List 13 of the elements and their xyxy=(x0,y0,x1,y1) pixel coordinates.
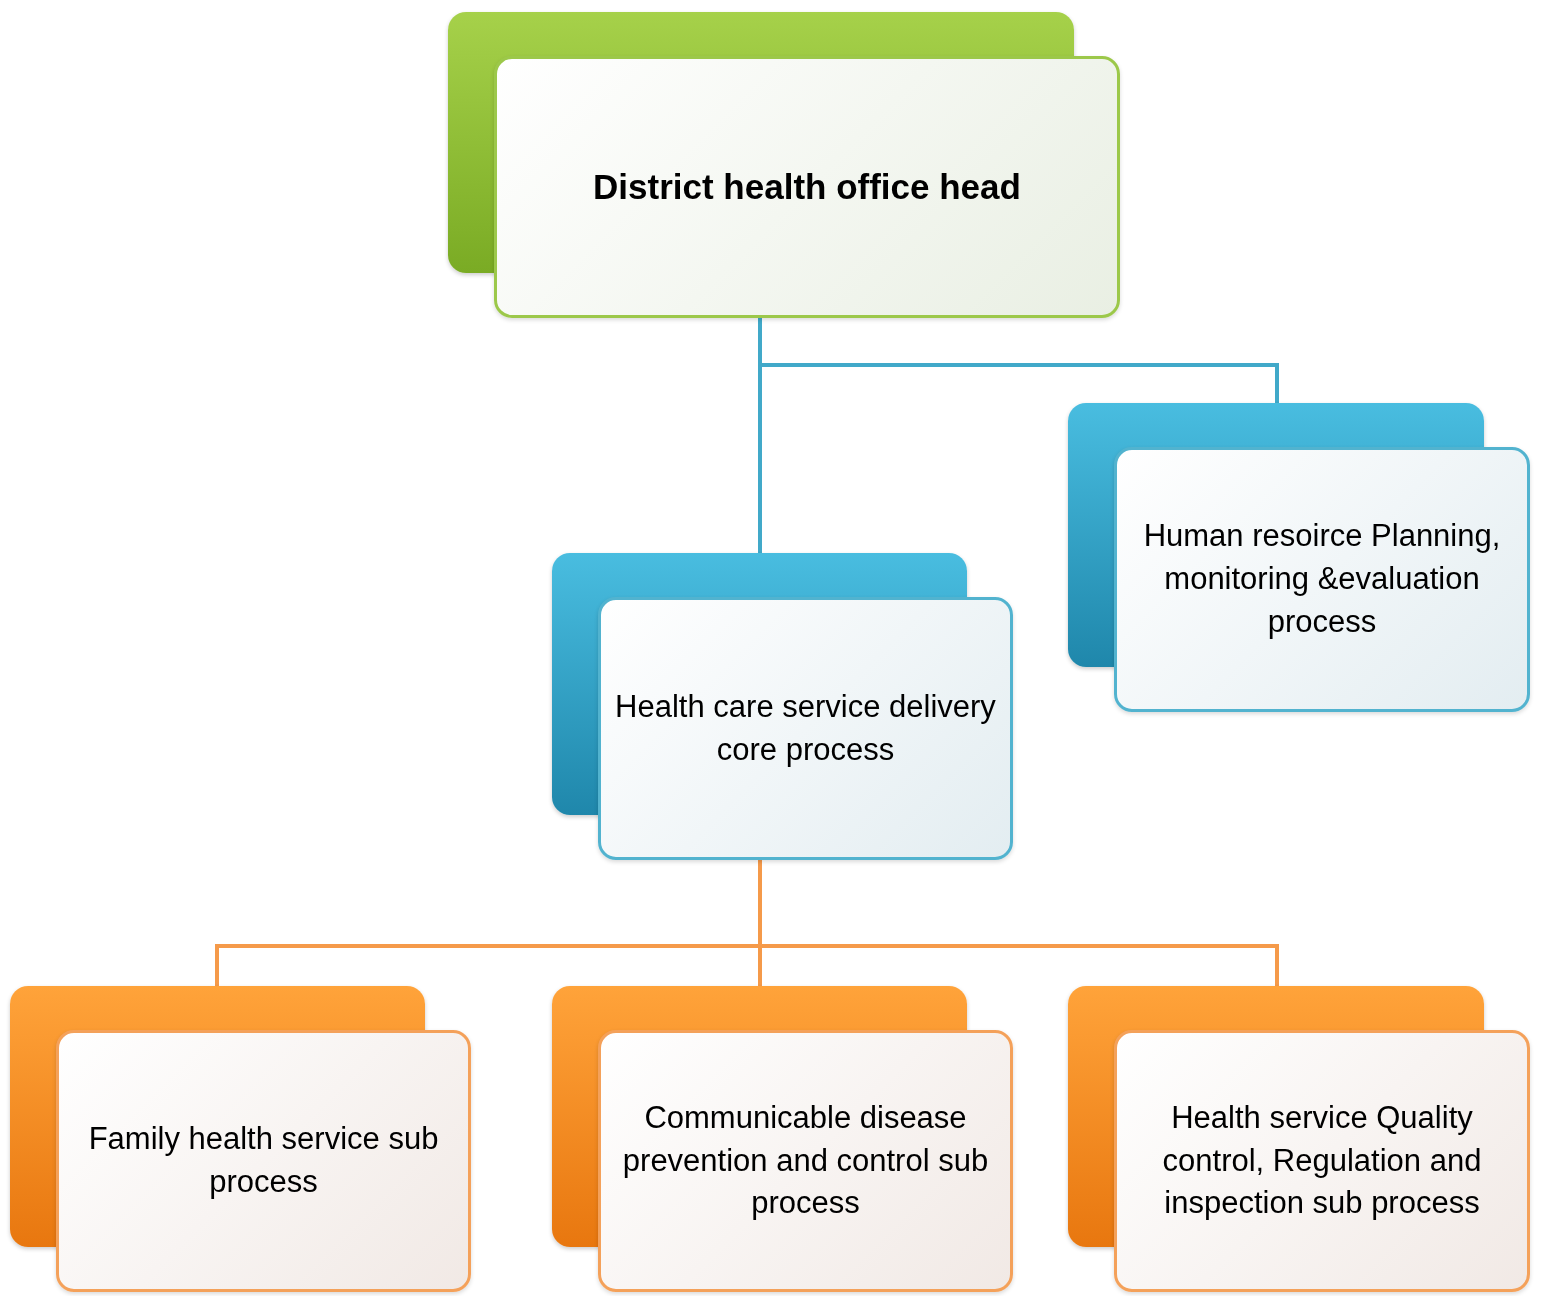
card-text: Health care service delivery core process xyxy=(615,687,996,769)
card-text: Human resoirce Planning, monitoring &evaluation process xyxy=(1142,517,1502,641)
card-text: Health service Quality control, Regulation and inspection sub process xyxy=(1161,1098,1483,1223)
card-text: District health office head xyxy=(593,165,1021,208)
stacked-card xyxy=(1068,403,1530,712)
stacked-card xyxy=(1068,986,1530,1292)
stacked-card xyxy=(552,986,1013,1292)
stacked-card xyxy=(552,553,1013,860)
stacked-card xyxy=(448,12,1120,318)
connector-line xyxy=(758,318,762,553)
card-text: Family health service sub process xyxy=(87,1120,440,1201)
card-text: Communicable disease prevention and control sub process xyxy=(621,1098,990,1223)
stacked-card xyxy=(10,986,471,1292)
